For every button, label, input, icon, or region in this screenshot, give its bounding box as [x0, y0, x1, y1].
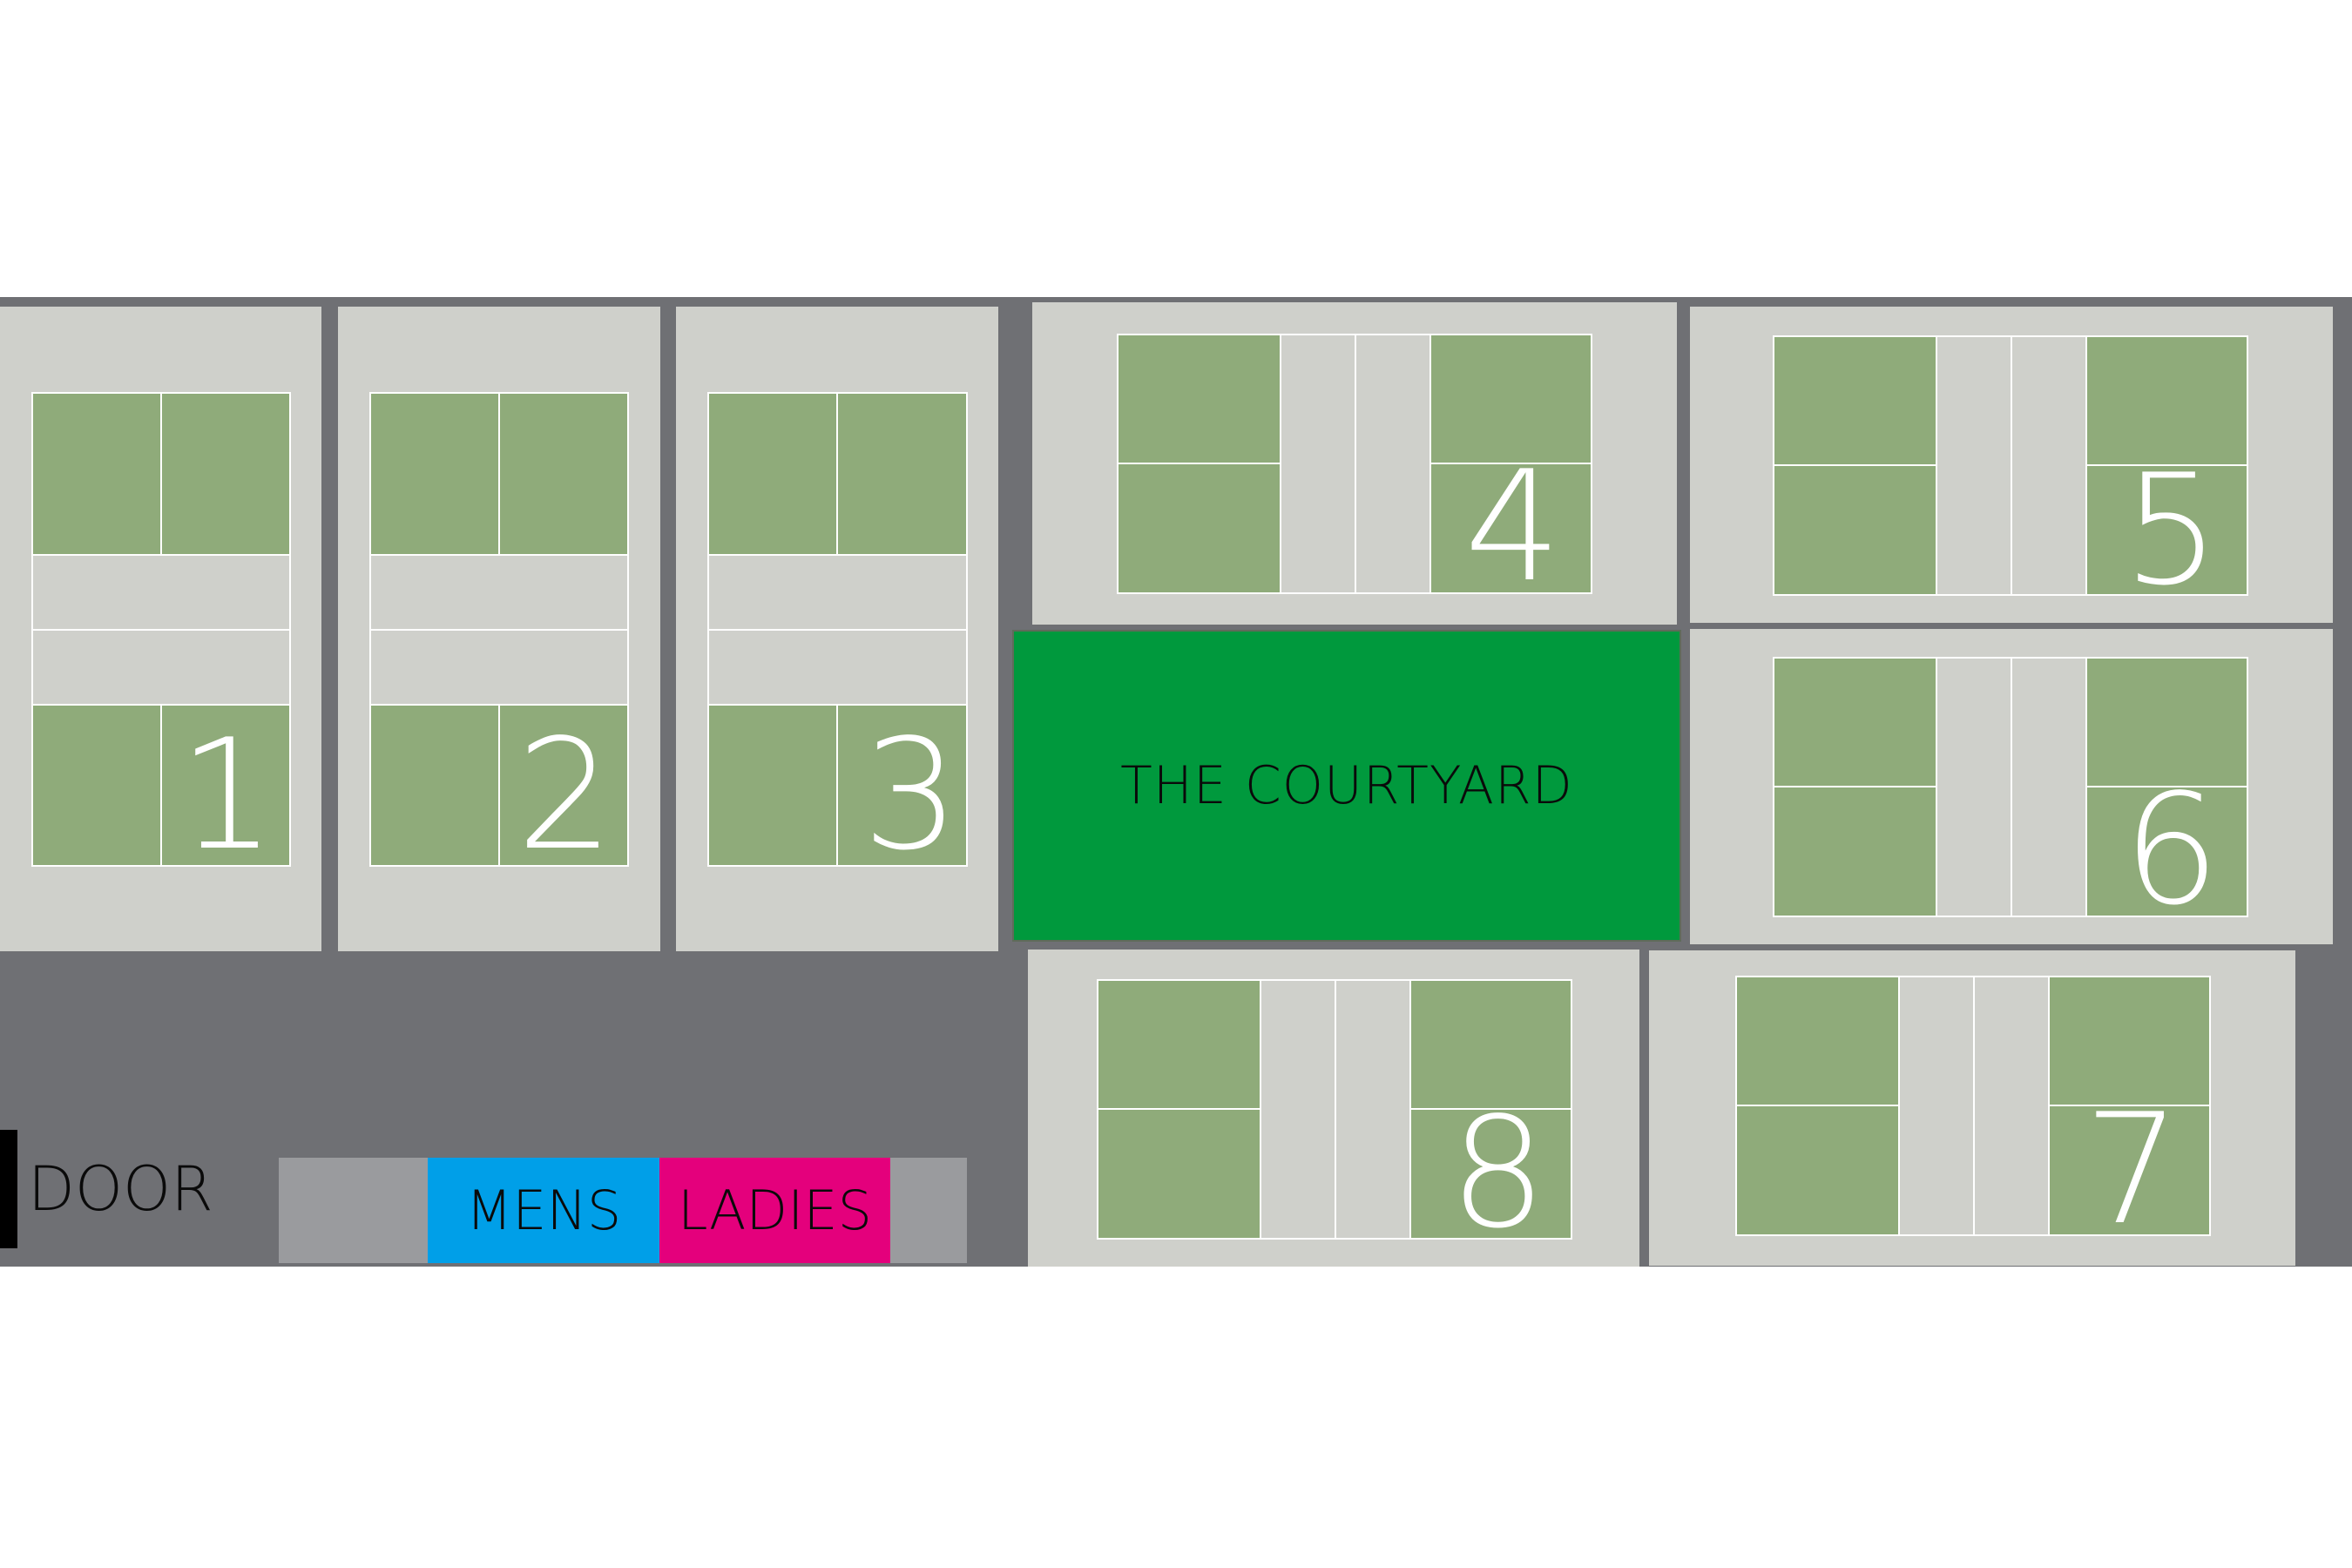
court-number: 1 — [179, 707, 276, 884]
ladies-restroom[interactable]: LADIES — [659, 1158, 890, 1263]
court-number: 8 — [1450, 1085, 1547, 1262]
court-number: 6 — [2123, 774, 2220, 917]
mens-label: MENS — [465, 1179, 622, 1242]
door-marker — [0, 1130, 17, 1248]
court-number: 3 — [862, 707, 960, 884]
court-number: 4 — [1464, 439, 1562, 616]
court-number: 2 — [517, 707, 614, 884]
court-number: 5 — [2123, 443, 2220, 619]
court-number: 7 — [2084, 1094, 2181, 1236]
courtyard-label: THE COURTYARD — [1120, 755, 1573, 816]
courtyard: THE COURTYARD — [1012, 630, 1681, 942]
ladies-label: LADIES — [678, 1179, 872, 1242]
door-label: DOOR — [28, 1153, 213, 1225]
restroom-side-left — [279, 1158, 428, 1263]
restroom-side-right — [890, 1158, 967, 1263]
mens-restroom[interactable]: MENS — [428, 1158, 659, 1263]
